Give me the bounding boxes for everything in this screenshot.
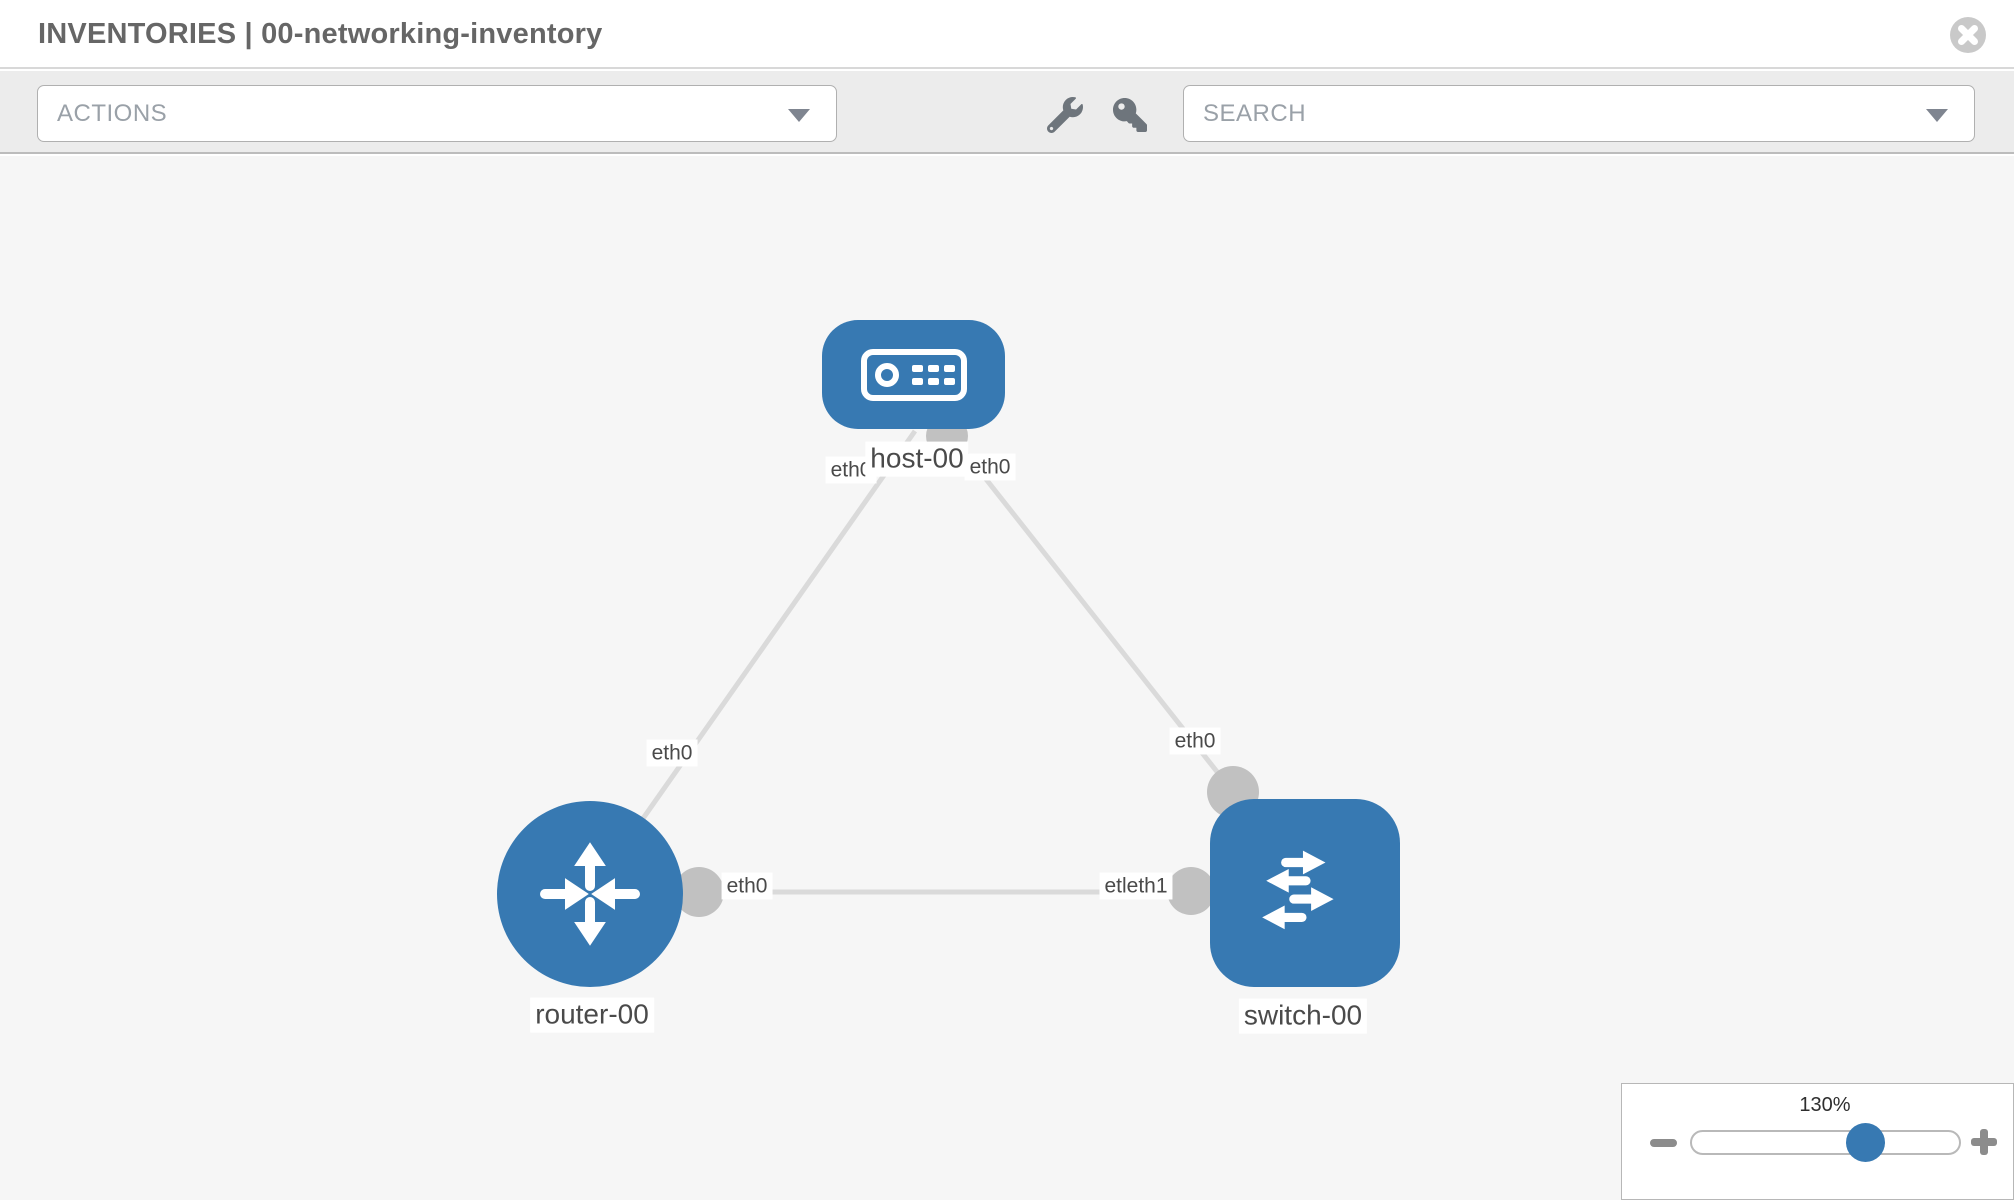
- chevron-down-icon: [1926, 109, 1948, 122]
- port-label: eth0: [1169, 727, 1221, 755]
- port-label: eth0: [964, 453, 1016, 481]
- port-label: etleth1: [1099, 872, 1173, 900]
- node-label-switch-00: switch-00: [1238, 998, 1368, 1034]
- zoom-control-panel: 130%: [1621, 1083, 2014, 1200]
- port-dot: [1167, 867, 1215, 915]
- port-label: eth0: [721, 872, 773, 900]
- topology-canvas[interactable]: eth0 host-00 eth0 eth0 eth0 eth0 etleth1…: [0, 156, 2014, 1200]
- node-router-00[interactable]: [497, 801, 683, 987]
- node-host-00[interactable]: [822, 320, 1005, 429]
- links-layer: [587, 415, 1259, 917]
- key-icon[interactable]: [1113, 98, 1147, 132]
- minus-icon[interactable]: [1650, 1139, 1677, 1147]
- actions-dropdown-label: ACTIONS: [57, 100, 168, 127]
- wrench-icon[interactable]: [1047, 97, 1083, 133]
- host-icon: [860, 348, 967, 401]
- toolbar: ACTIONS SEARCH: [0, 71, 2014, 154]
- node-label-router-00: router-00: [530, 997, 654, 1033]
- zoom-slider-track[interactable]: [1690, 1130, 1961, 1155]
- actions-dropdown[interactable]: ACTIONS: [37, 85, 837, 142]
- search-placeholder: SEARCH: [1203, 100, 1307, 127]
- router-icon: [540, 842, 640, 946]
- node-label-host-00: host-00: [865, 441, 969, 477]
- port-label: eth0: [646, 739, 698, 767]
- link-host-router[interactable]: [587, 429, 918, 896]
- page-header: INVENTORIES | 00-networking-inventory: [0, 0, 2014, 69]
- chevron-down-icon: [788, 109, 810, 122]
- zoom-slider-thumb[interactable]: [1846, 1123, 1885, 1162]
- switch-icon: [1262, 850, 1334, 930]
- close-icon[interactable]: [1949, 16, 1987, 54]
- search-dropdown[interactable]: SEARCH: [1183, 85, 1975, 142]
- node-switch-00[interactable]: [1210, 799, 1400, 987]
- page-title: INVENTORIES | 00-networking-inventory: [38, 18, 603, 50]
- plus-icon[interactable]: [1980, 1129, 1988, 1155]
- zoom-level-value: 130%: [1799, 1094, 1851, 1116]
- port-dot: [674, 867, 724, 917]
